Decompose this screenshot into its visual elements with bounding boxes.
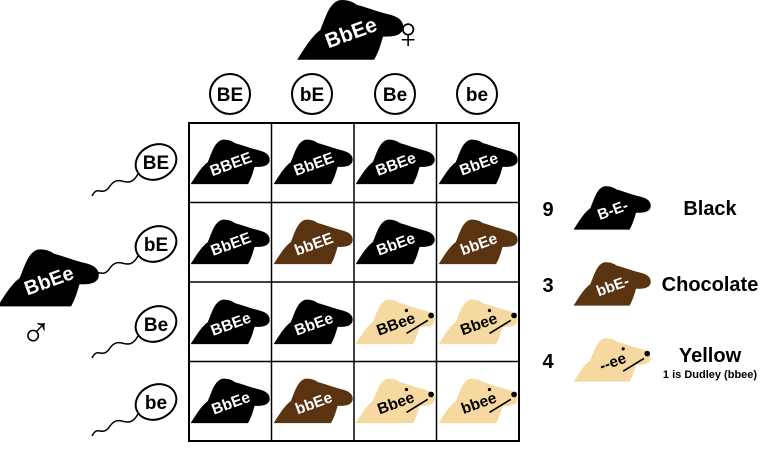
sperm-gamete: BE bbox=[91, 143, 178, 197]
legend-count: 4 bbox=[542, 351, 554, 373]
male-parent: BbEe ♂ bbox=[0, 249, 99, 354]
female-parent: BbEe ♀ bbox=[297, 0, 425, 60]
offspring-cell: BbEe bbox=[355, 219, 435, 265]
dog-nose-icon bbox=[511, 312, 517, 319]
male-symbol: ♂ bbox=[20, 307, 52, 354]
offspring-cell: BbEE bbox=[190, 219, 270, 265]
sperm-tail-icon bbox=[91, 255, 139, 279]
dog-eye-icon bbox=[487, 387, 492, 392]
egg-gamete-label: be bbox=[466, 85, 488, 106]
female-symbol: ♀ bbox=[392, 9, 425, 58]
sperm-head-icon bbox=[134, 305, 178, 343]
dog-nose-icon bbox=[511, 391, 517, 398]
egg-circle-icon bbox=[209, 73, 251, 115]
offspring-cell: Bbee bbox=[438, 299, 518, 345]
offspring-cell: BBEe bbox=[190, 299, 270, 345]
egg-gamete: bE bbox=[291, 73, 333, 115]
sperm-tail-icon bbox=[91, 173, 139, 197]
dog-eye-icon bbox=[404, 387, 409, 392]
dog-mouth-icon bbox=[406, 398, 429, 414]
egg-gamete-label: Be bbox=[383, 85, 407, 106]
sperm-gamete: Be bbox=[91, 305, 178, 359]
dog-eye-icon bbox=[487, 308, 492, 313]
legend-count: 9 bbox=[542, 199, 553, 221]
sperm-gamete-label: BE bbox=[143, 153, 169, 174]
offspring-cell: BbEe bbox=[190, 378, 270, 424]
egg-gamete: be bbox=[456, 73, 498, 115]
legend-item: 4 --ee Yellow 1 is Dudley (bbee) bbox=[542, 338, 757, 382]
dog-mouth-icon bbox=[406, 319, 429, 335]
egg-circle-icon bbox=[456, 73, 498, 115]
dog-mouth-icon bbox=[489, 319, 512, 335]
offspring-cell: BBEe bbox=[355, 139, 435, 185]
offspring-cell: bbEe bbox=[438, 219, 518, 265]
dog-eye-icon bbox=[621, 347, 625, 351]
offspring-cell: BBEE bbox=[190, 139, 270, 185]
female-dog-head: BbEe bbox=[297, 0, 404, 60]
sperm-tail-icon bbox=[91, 335, 139, 359]
male-dog-head: BbEe bbox=[0, 249, 99, 307]
offspring-cell: BBee bbox=[355, 299, 435, 345]
sperm-tail-icon bbox=[91, 413, 139, 437]
offspring-cell: bbEe bbox=[273, 378, 353, 424]
legend-dog: B-E- bbox=[573, 186, 651, 230]
female-parent-dog: BbEe bbox=[297, 0, 404, 60]
sperm-gamete-label: Be bbox=[144, 315, 168, 336]
egg-gamete: BE bbox=[209, 73, 251, 115]
sperm-head-icon bbox=[134, 143, 178, 181]
legend-phenotype: Yellow bbox=[679, 345, 742, 367]
legend-phenotype: Chocolate bbox=[662, 274, 759, 296]
dog-mouth-icon bbox=[622, 357, 645, 372]
offspring-cell: BbEe bbox=[273, 299, 353, 345]
offspring-cell: bbee bbox=[438, 378, 518, 424]
egg-gamete-label: BE bbox=[217, 85, 243, 106]
egg-circle-icon bbox=[291, 73, 333, 115]
sperm-head-icon bbox=[134, 383, 178, 421]
offspring-cell: Bbee bbox=[355, 378, 435, 424]
dog-nose-icon bbox=[428, 391, 434, 398]
egg-gamete: Be bbox=[374, 73, 416, 115]
sperm-gametes: BE bE Be be bbox=[91, 143, 178, 437]
offspring-cell: bbEE bbox=[273, 219, 353, 265]
offspring-cell: BbEe bbox=[438, 139, 518, 185]
dog-eye-icon bbox=[404, 308, 409, 313]
legend-dog: bbE- bbox=[573, 262, 651, 306]
sperm-head-icon bbox=[134, 225, 178, 263]
egg-circle-icon bbox=[374, 73, 416, 115]
dog-nose-icon bbox=[428, 312, 434, 319]
egg-gametes: BE bE Be be bbox=[209, 73, 498, 115]
offspring-cell: BbEE bbox=[273, 139, 353, 185]
legend-count: 3 bbox=[542, 275, 553, 297]
dog-nose-icon bbox=[644, 350, 650, 357]
sperm-gamete: be bbox=[91, 383, 178, 437]
egg-gamete-label: bE bbox=[300, 85, 324, 106]
legend-item: 3 bbE- Chocolate bbox=[542, 262, 759, 306]
legend-note: 1 is Dudley (bbee) bbox=[663, 369, 757, 381]
dog-mouth-icon bbox=[489, 398, 512, 414]
sperm-gamete-label: be bbox=[145, 393, 167, 414]
legend-phenotype: Black bbox=[683, 198, 737, 220]
legend-item: 9 B-E- Black bbox=[542, 186, 738, 230]
male-parent-dog: BbEe bbox=[0, 249, 99, 307]
legend-dog: --ee bbox=[573, 338, 651, 382]
phenotype-legend: 9 B-E- Black 3 bbE- Chocolate 4 --ee Yellow 1 is … bbox=[542, 186, 759, 382]
sperm-gamete-label: bE bbox=[144, 235, 168, 256]
sperm-gamete: bE bbox=[91, 225, 178, 279]
